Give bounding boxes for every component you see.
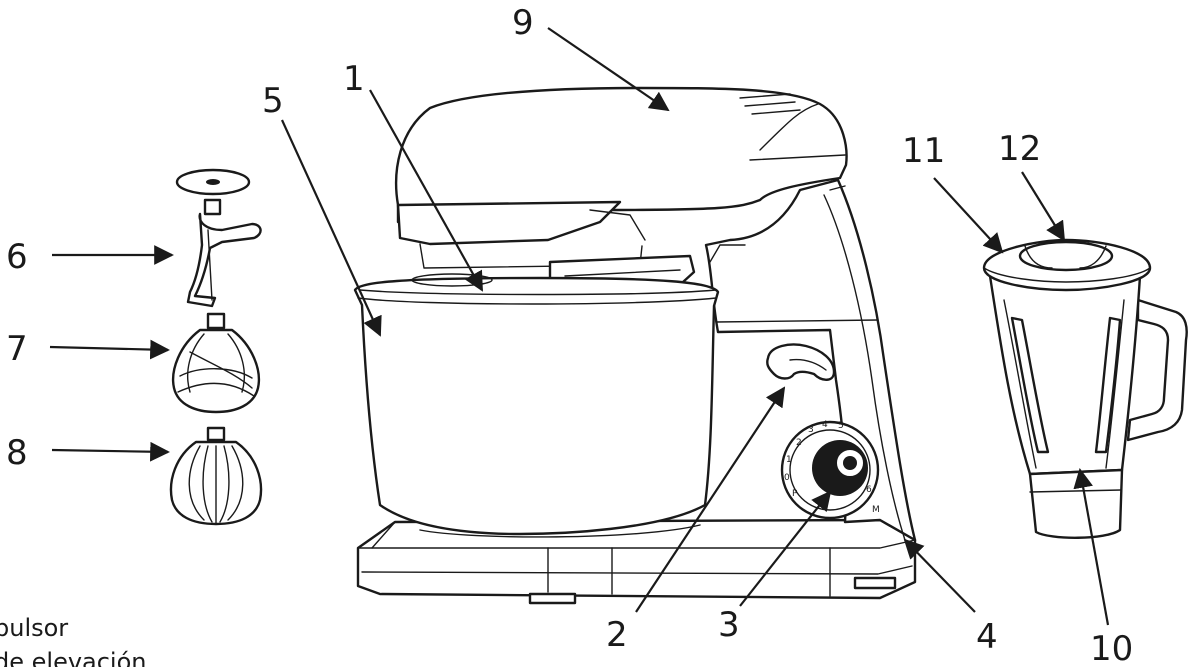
label-11: 11 [902, 131, 945, 171]
label-7: 7 [6, 329, 28, 369]
svg-text:5: 5 [838, 421, 844, 431]
label-10: 10 [1090, 629, 1133, 667]
leader-7 [49, 339, 170, 360]
svg-text:P: P [792, 489, 798, 499]
blender-jug [982, 238, 1188, 539]
svg-text:2: 2 [796, 438, 802, 448]
mixer-head [394, 86, 848, 298]
label-8: 8 [6, 433, 28, 473]
dough-hook [175, 168, 262, 308]
leader-2 [635, 386, 786, 613]
leader-lines [49, 27, 1110, 626]
mixing-bowl [353, 273, 720, 538]
label-9: 9 [512, 3, 534, 43]
label-12: 12 [998, 129, 1041, 169]
svg-text:6: 6 [866, 485, 872, 495]
leader-5 [280, 119, 382, 337]
label-1: 1 [343, 59, 365, 99]
speed-dial-knob: 2 3 4 5 1 0 P 6 M [780, 420, 880, 520]
label-3: 3 [718, 605, 740, 645]
leader-12 [1021, 171, 1066, 242]
parts-caption: pulsor de elevación [0, 614, 147, 667]
leader-9 [547, 27, 670, 112]
label-2: 2 [606, 615, 628, 655]
label-6: 6 [6, 237, 28, 277]
flat-beater [171, 312, 261, 414]
head-lift-lever [766, 343, 836, 381]
caption-line-1: pulsor [0, 614, 68, 642]
svg-text:1: 1 [786, 455, 792, 465]
leader-11 [933, 177, 1004, 254]
svg-text:3: 3 [808, 425, 814, 435]
part-labels: 1 5 9 6 7 8 2 3 4 10 11 12 [6, 3, 1133, 667]
leader-10 [1073, 468, 1110, 626]
svg-text:4: 4 [822, 420, 828, 430]
label-5: 5 [262, 81, 284, 121]
leader-1 [369, 89, 483, 292]
whisk [169, 426, 263, 526]
stand-mixer: 2 3 4 5 1 0 P 6 M [353, 86, 917, 605]
leader-8 [51, 441, 170, 462]
mixer-base [356, 518, 917, 605]
svg-text:M: M [872, 505, 880, 515]
label-4: 4 [976, 617, 998, 657]
svg-text:0: 0 [784, 473, 790, 483]
leader-3 [739, 490, 832, 607]
leader-4 [903, 538, 976, 613]
caption-line-2: de elevación [0, 648, 147, 667]
